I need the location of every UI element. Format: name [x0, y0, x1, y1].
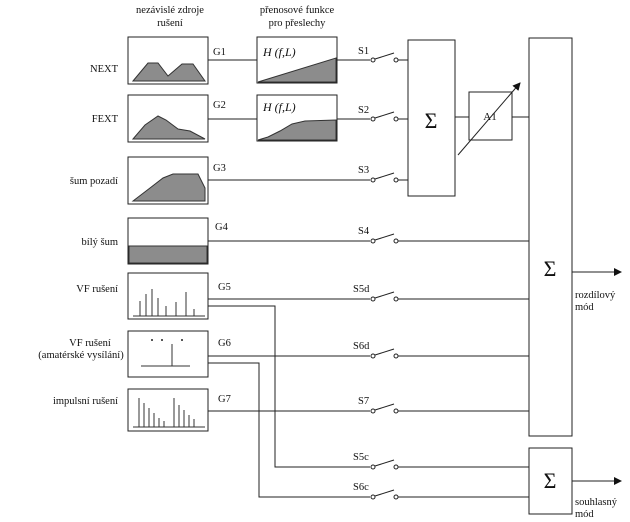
generator-label-g1: G1	[213, 47, 226, 58]
generator-label-g6: G6	[218, 338, 231, 349]
output-label-differential-line1: rozdílový	[575, 290, 616, 301]
spectrum-hf-lines	[133, 289, 205, 317]
signal-wires	[208, 59, 370, 498]
summing-symbol-common: Σ	[544, 468, 557, 493]
switch-s6d	[370, 348, 529, 359]
summing-symbol-differential: Σ	[544, 256, 557, 281]
switch-label-s4: S4	[358, 226, 370, 237]
output-label-common-line2: mód	[575, 509, 594, 520]
generator-box-g7	[127, 388, 209, 432]
row-label-hf-amateur-line2: (amatérské vysílání)	[38, 350, 124, 361]
switch-s3	[370, 172, 408, 183]
sources-header-line1: nezávislé zdroje	[136, 5, 204, 16]
summing-block-common	[528, 447, 573, 515]
switch-label-s1: S1	[358, 46, 369, 57]
switch-s5d	[370, 291, 529, 302]
summing-block-crosstalk	[407, 39, 456, 197]
amplifier-gain-arrow	[457, 82, 521, 156]
output-label-common-line1: souhlasný	[575, 497, 618, 508]
transfer-header-line1: přenosové funkce	[260, 5, 335, 16]
generator-label-g3: G3	[213, 163, 226, 174]
switch-label-s7: S7	[358, 396, 369, 407]
transfer-function-label-1: H (f,L)	[262, 45, 296, 59]
transfer-header-line2: pro přeslechy	[269, 18, 327, 29]
transfer-function-label-2: H (f,L)	[262, 100, 296, 114]
spectrum-fext	[131, 115, 206, 140]
switch-label-s5d: S5d	[353, 284, 370, 295]
switch-s4	[370, 233, 529, 244]
sources-header-line2: rušení	[157, 18, 183, 29]
generator-box-g6	[127, 330, 209, 378]
generator-label-g2: G2	[213, 100, 226, 111]
switch-label-s6d: S6d	[353, 341, 370, 352]
switch-s5c	[370, 459, 529, 470]
row-label-white-noise: bílý šum	[82, 237, 118, 248]
spectrum-background	[131, 173, 206, 202]
switch-label-s3: S3	[358, 165, 369, 176]
row-label-impulse-noise: impulsní rušení	[53, 396, 118, 407]
switch-s1	[370, 52, 408, 63]
transfer-ramp-1	[257, 57, 337, 83]
switch-s6c	[370, 489, 529, 500]
switch-label-s6c: S6c	[353, 482, 369, 493]
switch-label-s5c: S5c	[353, 452, 369, 463]
spectrum-white-noise	[128, 245, 208, 264]
switch-s2	[370, 111, 408, 122]
row-label-fext: FEXT	[92, 114, 119, 125]
row-label-hf-amateur-line1: VF rušení	[69, 338, 111, 349]
spectrum-hf-amateur	[141, 339, 190, 367]
summing-symbol-crosstalk: Σ	[425, 108, 438, 133]
summing-block-differential	[528, 37, 573, 437]
row-label-background-noise: šum pozadí	[70, 176, 118, 187]
spectrum-impulse-lines	[133, 398, 205, 428]
output-label-differential-line2: mód	[575, 302, 594, 313]
transfer-curve-2	[257, 119, 337, 141]
row-label-next: NEXT	[90, 64, 119, 75]
switch-s7	[370, 403, 529, 414]
switch-label-s2: S2	[358, 105, 369, 116]
generator-label-g7: G7	[218, 394, 231, 405]
row-label-hf-noise: VF rušení	[76, 284, 118, 295]
spectrum-next	[131, 62, 206, 82]
generator-label-g4: G4	[215, 222, 229, 233]
generator-box-g5	[127, 272, 209, 320]
generator-label-g5: G5	[218, 282, 231, 293]
